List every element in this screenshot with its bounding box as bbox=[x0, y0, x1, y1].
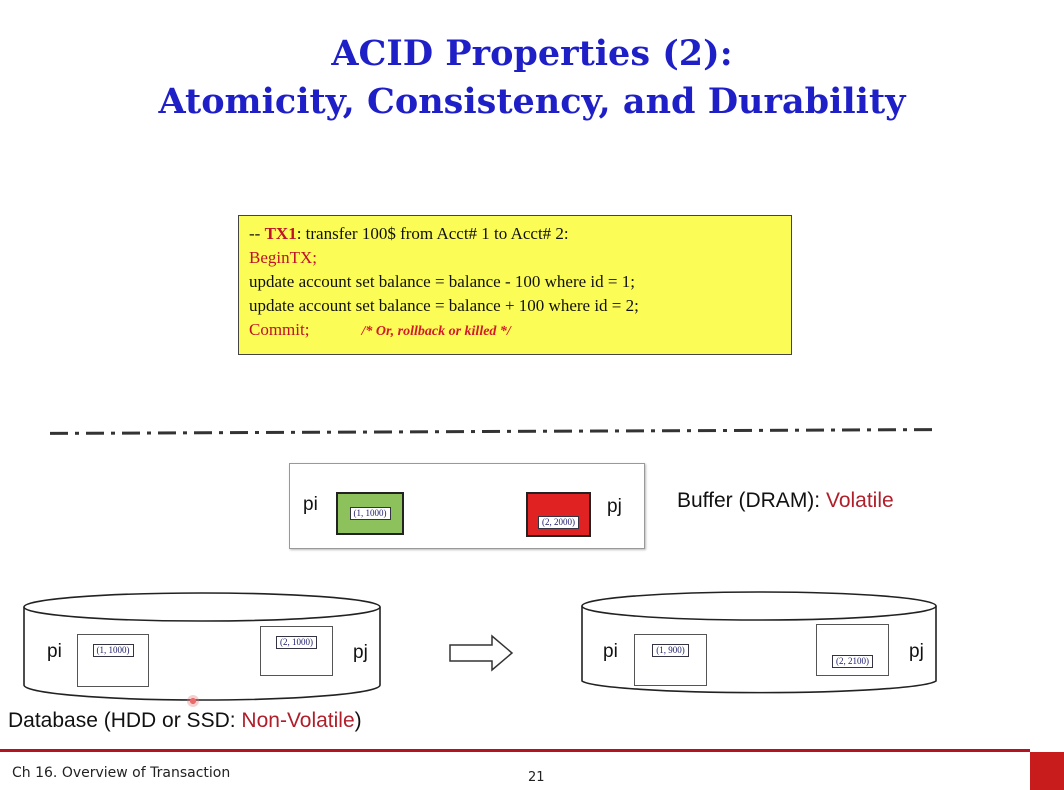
arrow-right-icon bbox=[449, 634, 514, 672]
code-line-2: BeginTX; bbox=[249, 248, 317, 267]
code-line-5: Commit; /* Or, rollback or killed */ bbox=[249, 318, 781, 344]
buffer-pj-record: (2, 2000) bbox=[538, 516, 579, 529]
tx-name: TX1 bbox=[264, 224, 297, 243]
buffer-pi-label: pi bbox=[303, 494, 318, 515]
code-box: -- TX1: transfer 100$ from Acct# 1 to Ac… bbox=[238, 215, 792, 355]
buffer-pi-page: (1, 1000) bbox=[336, 492, 404, 535]
database-label: Database (HDD or SSD: Non-Volatile) bbox=[8, 709, 362, 732]
db-after-pj-record: (2, 2100) bbox=[832, 655, 873, 668]
db-after-pj-page: (2, 2100) bbox=[816, 624, 889, 676]
db-before-pj-label: pj bbox=[353, 642, 368, 663]
db-before-pi-page: (1, 1000) bbox=[77, 634, 149, 687]
db-before-pj-record: (2, 1000) bbox=[276, 636, 317, 649]
buffer-pi-record: (1, 1000) bbox=[349, 507, 391, 520]
slide-title-line-1: ACID Properties (2): bbox=[331, 33, 733, 74]
footer-logo bbox=[1030, 752, 1064, 790]
db-after-pi-label: pi bbox=[603, 641, 618, 662]
db-before-pj-page: (2, 1000) bbox=[260, 626, 333, 676]
db-before-pi-label: pi bbox=[47, 641, 62, 662]
buffer-label: Buffer (DRAM): Volatile bbox=[677, 489, 894, 512]
divider-dash-dot-line bbox=[49, 428, 933, 435]
footer-chapter: Ch 16. Overview of Transaction bbox=[12, 765, 231, 781]
buffer-pj-label: pj bbox=[607, 496, 622, 517]
buffer-box: pi (1, 1000) (2, 2000) pj bbox=[289, 463, 645, 549]
code-line-3: update account set balance = balance - 1… bbox=[249, 272, 635, 291]
buffer-pj-page: (2, 2000) bbox=[526, 492, 591, 537]
volatile-text: Volatile bbox=[825, 489, 894, 512]
db-after-pi-page: (1, 900) bbox=[634, 634, 707, 686]
code-line-4: update account set balance = balance + 1… bbox=[249, 296, 639, 315]
db-before-pi-record: (1, 1000) bbox=[92, 644, 134, 657]
commit-keyword: Commit; bbox=[249, 320, 310, 339]
slide-title-line-2: Atomicity, Consistency, and Durability bbox=[158, 81, 906, 122]
code-line-1: -- TX1: transfer 100$ from Acct# 1 to Ac… bbox=[249, 224, 569, 243]
commit-comment: /* Or, rollback or killed */ bbox=[361, 324, 511, 339]
footer-page-number: 21 bbox=[528, 770, 545, 785]
footer-divider bbox=[0, 749, 1030, 752]
mouse-cursor-indicator bbox=[187, 695, 199, 707]
db-after-pi-record: (1, 900) bbox=[652, 644, 689, 657]
non-volatile-text: Non-Volatile bbox=[241, 709, 355, 732]
db-after-pj-label: pj bbox=[909, 641, 924, 662]
